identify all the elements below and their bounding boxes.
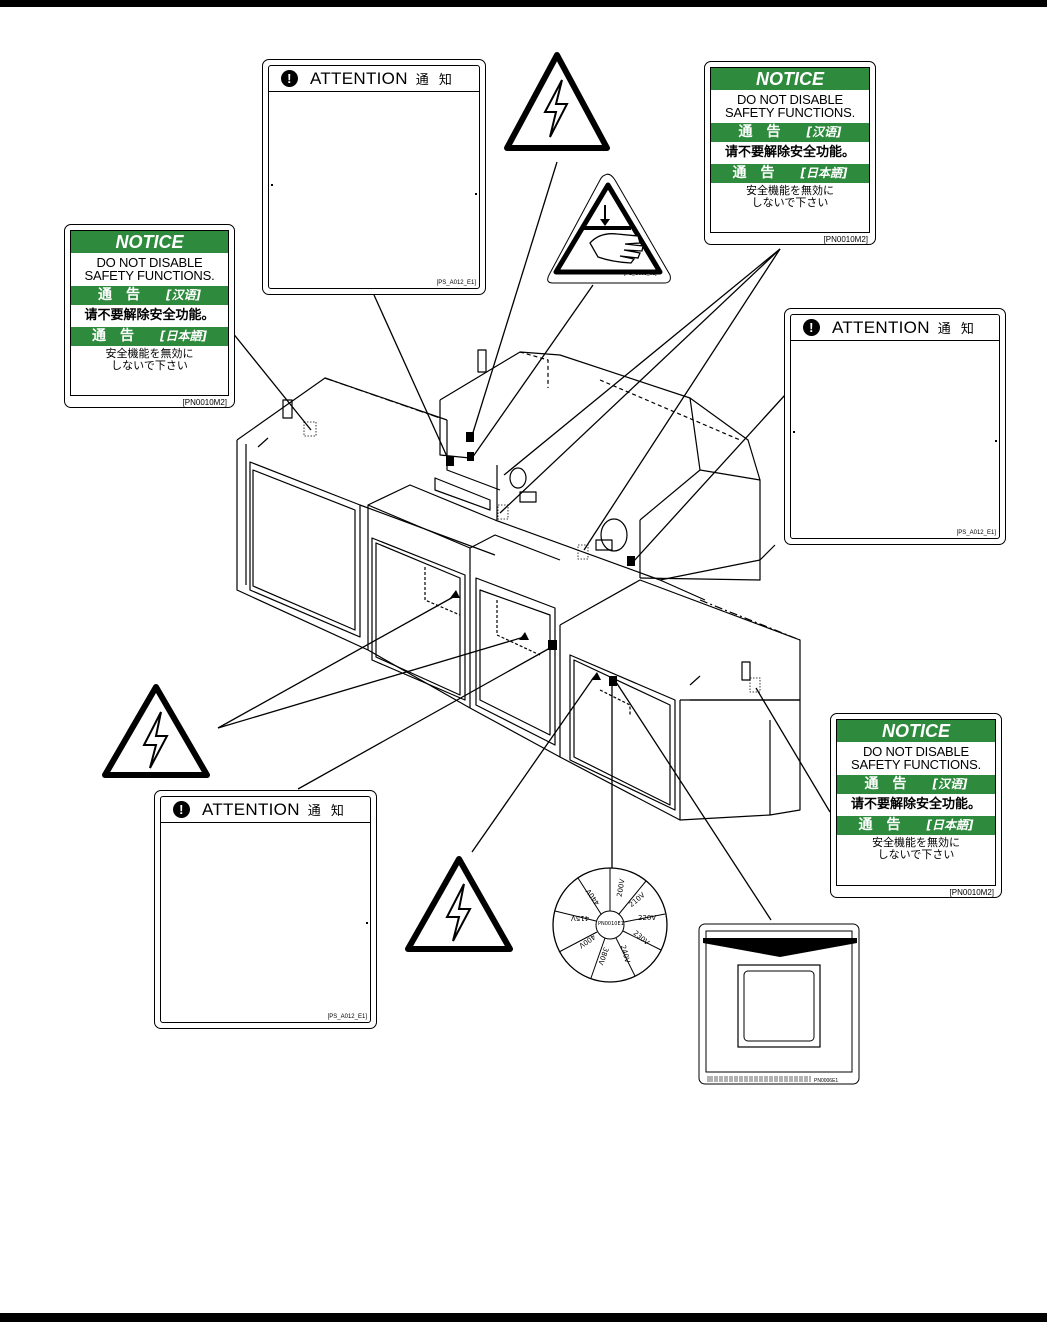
high-voltage-icon <box>504 52 610 151</box>
plate-label <box>698 923 860 1085</box>
notice-english-line1: DO NOT DISABLE <box>736 92 844 107</box>
attention-code: [PS_A012_E1] <box>327 1014 367 1020</box>
hand-crush-icon <box>547 173 671 284</box>
notice-title: NOTICE <box>837 720 995 742</box>
exclamation-icon: ! <box>173 801 190 818</box>
notice-english-line1: DO NOT DISABLE <box>862 744 970 759</box>
attention-label: ! ATTENTION 通 知 [PS_A012_E1] <box>784 308 1006 545</box>
notice-japanese-tag: [日本語] <box>926 818 974 832</box>
notice-japanese-tag: [日本語] <box>800 166 848 180</box>
bottom-border-bar <box>0 1313 1047 1322</box>
notice-chinese-header: 通 告 <box>98 287 140 303</box>
notice-chinese-header: 通 告 <box>864 776 907 792</box>
notice-japanese-header: 通 告 <box>732 165 775 181</box>
top-border-bar <box>0 0 1047 7</box>
attention-title: ATTENTION <box>310 68 408 88</box>
notice-english-line1: DO NOT DISABLE <box>96 255 203 270</box>
notice-chinese-tag: [汉语] <box>932 777 968 791</box>
notice-code: [PN0010M2] <box>182 398 227 407</box>
notice-chinese-tag: [汉语] <box>166 288 201 302</box>
notice-chinese-tag: [汉语] <box>806 125 842 139</box>
notice-chinese-text: 请不要解除安全功能。 <box>724 145 855 160</box>
notice-japanese-tag: [日本語] <box>160 329 207 343</box>
notice-japanese-line1: 安全機能を無効に <box>746 184 834 197</box>
notice-title: NOTICE <box>711 68 869 90</box>
attention-label: ! ATTENTION 通 知 [PS_A012_E1] <box>154 790 377 1029</box>
notice-title: NOTICE <box>71 231 228 253</box>
notice-japanese-header: 通 告 <box>858 817 901 833</box>
notice-english-line2: SAFETY FUNCTIONS. <box>84 268 215 283</box>
attention-title-ja: 通 知 <box>415 73 455 88</box>
notice-japanese-line1: 安全機能を無効に <box>872 836 960 849</box>
notice-code: [PN0010M2] <box>823 235 868 244</box>
attention-title-ja: 通 知 <box>307 804 347 819</box>
attention-code: [PS_A012_E1] <box>956 530 996 536</box>
crush-label-code: [PS_C005_01] <box>624 271 657 277</box>
voltage-415: 415V <box>571 914 590 922</box>
notice-japanese-line2: しないで下さい <box>877 848 955 861</box>
notice-japanese-line2: しないで下さい <box>751 196 829 209</box>
notice-chinese-text: 请不要解除安全功能。 <box>84 308 215 323</box>
notice-japanese-line1: 安全機能を無効に <box>105 347 194 360</box>
exclamation-icon: ! <box>803 319 820 336</box>
high-voltage-icon <box>405 856 513 952</box>
attention-title: ATTENTION <box>202 799 300 819</box>
notice-chinese-text: 请不要解除安全功能。 <box>850 797 981 812</box>
attention-code: [PS_A012_E1] <box>436 280 476 286</box>
attention-label: ! ATTENTION 通 知 [PS_A012_E1] <box>262 59 486 295</box>
notice-japanese-line2: しないで下さい <box>111 359 188 372</box>
notice-english-line2: SAFETY FUNCTIONS. <box>851 757 981 772</box>
notice-code: [PN0010M2] <box>949 888 994 897</box>
high-voltage-icon <box>102 684 210 778</box>
notice-japanese-header: 通 告 <box>92 328 134 344</box>
voltage-dial <box>552 867 668 983</box>
voltage-220: 220V <box>638 914 657 922</box>
attention-title: ATTENTION <box>832 317 930 337</box>
notice-english-line2: SAFETY FUNCTIONS. <box>725 105 855 120</box>
plate-label-code: PN0006E1 <box>814 1078 839 1084</box>
voltage-dial-center: PN0010E1 <box>598 921 624 927</box>
exclamation-icon: ! <box>281 70 298 87</box>
notice-chinese-header: 通 告 <box>738 124 781 140</box>
attention-title-ja: 通 知 <box>937 322 977 337</box>
